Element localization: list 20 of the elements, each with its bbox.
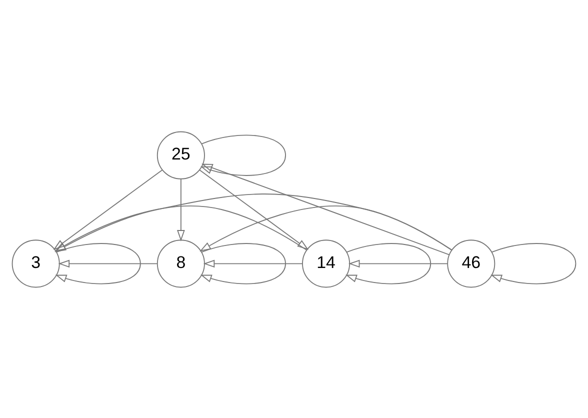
arrow (199, 169, 309, 250)
node-circle: 25 (156, 130, 205, 179)
arrow (203, 259, 303, 268)
arrow (54, 205, 308, 251)
node-circle: 14 (302, 239, 350, 288)
arrow (176, 178, 185, 241)
arrow (53, 169, 163, 250)
arrow (490, 242, 576, 284)
arrow (200, 242, 286, 284)
arrow (345, 242, 432, 284)
arrow (200, 134, 286, 176)
arrow (200, 205, 452, 251)
arrow (58, 259, 158, 268)
arrow (348, 259, 448, 268)
arrow (55, 242, 141, 284)
arrow (201, 163, 450, 255)
node-circle: 46 (447, 239, 496, 288)
arrow (54, 193, 452, 252)
node-circle: 3 (12, 239, 60, 288)
node-circle: 8 (156, 239, 205, 288)
